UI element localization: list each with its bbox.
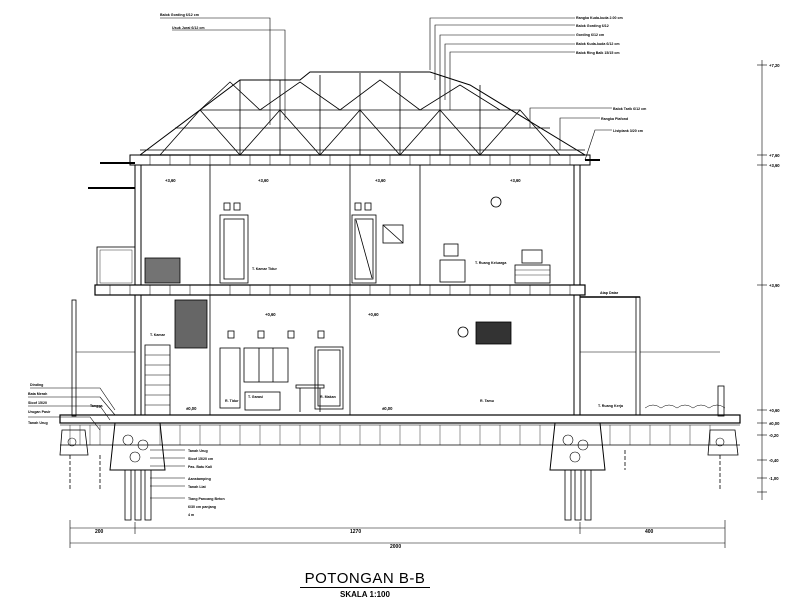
label-room-4: R. Tamu	[480, 399, 494, 403]
label-roof-4: Gording 6/12 cm	[576, 33, 604, 37]
label-room-8: Tangga	[90, 404, 104, 408]
level-tag-4: +0,60	[265, 312, 276, 317]
label-left-0: Dinding	[30, 383, 43, 387]
level-tag-3: +3,60	[510, 178, 521, 183]
drawing-title-text: POTONGAN B-B	[300, 570, 430, 588]
level-tag-5: +0,60	[368, 312, 379, 317]
label-left-4: Tanah Urug	[28, 421, 48, 425]
label-room-2: T. Kamar	[150, 333, 166, 337]
label-room-6: R. Tidur	[225, 399, 239, 403]
label-roof-7: Balok Tarik 6/12 cm	[613, 107, 646, 111]
level-tag-2: +3,60	[375, 178, 386, 183]
label-foundation-5: Tiang Pancang Beton	[188, 497, 225, 501]
elevation-8: -1,00	[769, 476, 779, 481]
label-left-2: Sloof 15/20	[28, 401, 47, 405]
drawing-scale: SKALA 1:100	[340, 590, 390, 599]
elevation-4: +0,60	[769, 408, 780, 413]
roof-structure	[100, 71, 600, 166]
label-roof-6: Balok Ring Balk 15/15 cm	[576, 51, 620, 55]
lower-floor	[71, 294, 726, 417]
label-roof-2: Rangka Kuda-kuda 2.00 cm	[576, 16, 623, 20]
label-roof-9: Listplank 3/20 cm	[613, 129, 643, 133]
level-tag-7: ±0,00	[382, 406, 393, 411]
label-room-5: R. Makan	[320, 395, 336, 399]
label-foundation-0: Tanah Urug	[188, 449, 208, 453]
label-room-7: Atap Datar	[600, 291, 619, 295]
label-foundation-7: 4 m	[188, 513, 194, 517]
label-foundation-4: Tanah Liat	[188, 485, 207, 489]
floor-slab	[94, 284, 586, 296]
label-left-3: Urugan Pasir	[28, 410, 51, 414]
elevation-3: +3,90	[769, 283, 780, 288]
elevation-0: +7,20	[769, 63, 780, 68]
dim-right: 400	[645, 529, 654, 535]
drawing-title: POTONGAN B-B	[300, 570, 430, 588]
label-room-1: T. Ruang Keluarga	[475, 261, 507, 265]
label-roof-1: Usuk Jurai 6/12 cm	[172, 26, 205, 30]
label-foundation-1: Sloof 15/20 cm	[188, 457, 213, 461]
level-tag-0: +3,60	[165, 178, 176, 183]
label-roof-5: Balok Kuda-kuda 6/12 cm	[576, 42, 620, 46]
dim-left: 200	[95, 529, 104, 535]
label-foundation-6: 6/30 cm panjang	[188, 505, 216, 509]
dim-total: 2000	[390, 544, 401, 550]
label-roof-0: Balok Gording 6/12 cm	[160, 13, 199, 17]
elevation-5: ±0,00	[769, 421, 780, 426]
dim-middle: 1270	[350, 529, 361, 535]
dimension-lines	[28, 17, 767, 548]
label-room-3: T. Garasi	[248, 395, 263, 399]
foundation	[59, 414, 741, 521]
label-left-1: Bata Merah	[28, 392, 47, 396]
label-foundation-2: Pas. Batu Kali	[188, 465, 212, 469]
upper-floor	[88, 164, 581, 286]
level-tag-6: ±0,00	[186, 406, 197, 411]
elevation-6: -0,20	[769, 433, 779, 438]
elevation-7: -0,40	[769, 458, 779, 463]
elevation-1: +7,60	[769, 153, 780, 158]
level-tag-1: +3,60	[258, 178, 269, 183]
elevation-2: +3,60	[769, 163, 780, 168]
label-foundation-3: Aanstamping	[188, 477, 211, 481]
label-roof-3: Balok Gording 6/12	[576, 24, 609, 28]
label-roof-8: Rangka Plafond	[601, 117, 628, 121]
label-room-0: T. Kamar Tidur	[252, 267, 277, 271]
label-room-9: T. Ruang Kerja	[598, 404, 624, 408]
